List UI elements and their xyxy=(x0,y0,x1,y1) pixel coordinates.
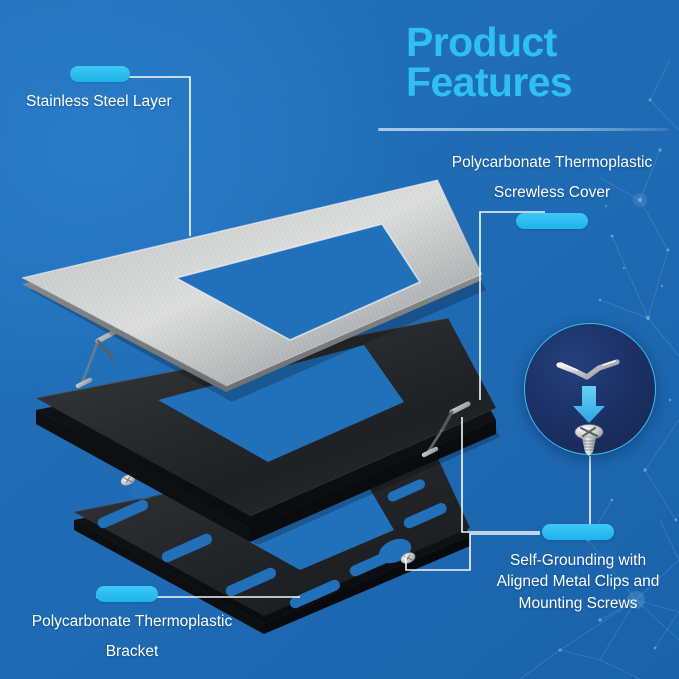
steel-plate xyxy=(21,179,486,402)
callout-self-grounding-line1: Self-Grounding with xyxy=(509,552,647,569)
callout-self-grounding-line3: Mounting Screws xyxy=(518,594,638,612)
title-line-1: Product xyxy=(406,19,557,65)
metal-clip-icon xyxy=(556,359,620,380)
callout-bracket: Polycarbonate Thermoplastic Bracket xyxy=(14,586,250,663)
title-divider xyxy=(378,128,668,131)
callout-accent-bar xyxy=(516,212,588,229)
phillips-screw-icon xyxy=(574,424,604,456)
callout-stainless-steel-label: Stainless Steel Layer xyxy=(26,93,172,110)
callout-bracket-line2: Bracket xyxy=(105,643,159,661)
down-arrow-icon xyxy=(573,386,605,423)
callout-screwless-cover: Polycarbonate Thermoplastic Screwless Co… xyxy=(430,152,674,229)
callout-bracket-line1: Polycarbonate Thermoplastic xyxy=(31,613,233,630)
title-line-2: Features xyxy=(406,59,573,106)
callout-self-grounding: Self-Grounding with Aligned Metal Clips … xyxy=(480,524,676,614)
callout-self-grounding-line2: Aligned Metal Clips and xyxy=(496,573,660,591)
callout-accent-bar xyxy=(70,66,130,82)
cover-plate xyxy=(35,317,500,545)
self-grounding-detail-circle xyxy=(524,323,656,456)
callout-accent-bar xyxy=(96,586,158,602)
cover-clip-right xyxy=(421,401,471,458)
page-title: Product Features xyxy=(378,19,668,131)
callout-accent-bar xyxy=(542,524,614,540)
cover-clip-left xyxy=(75,326,123,389)
callout-screwless-cover-line2: Screwless Cover xyxy=(493,184,611,202)
bracket-screw-left xyxy=(120,474,136,486)
callout-stainless-steel: Stainless Steel Layer xyxy=(26,66,226,112)
callout-screwless-cover-line1: Polycarbonate Thermoplastic xyxy=(451,154,653,171)
